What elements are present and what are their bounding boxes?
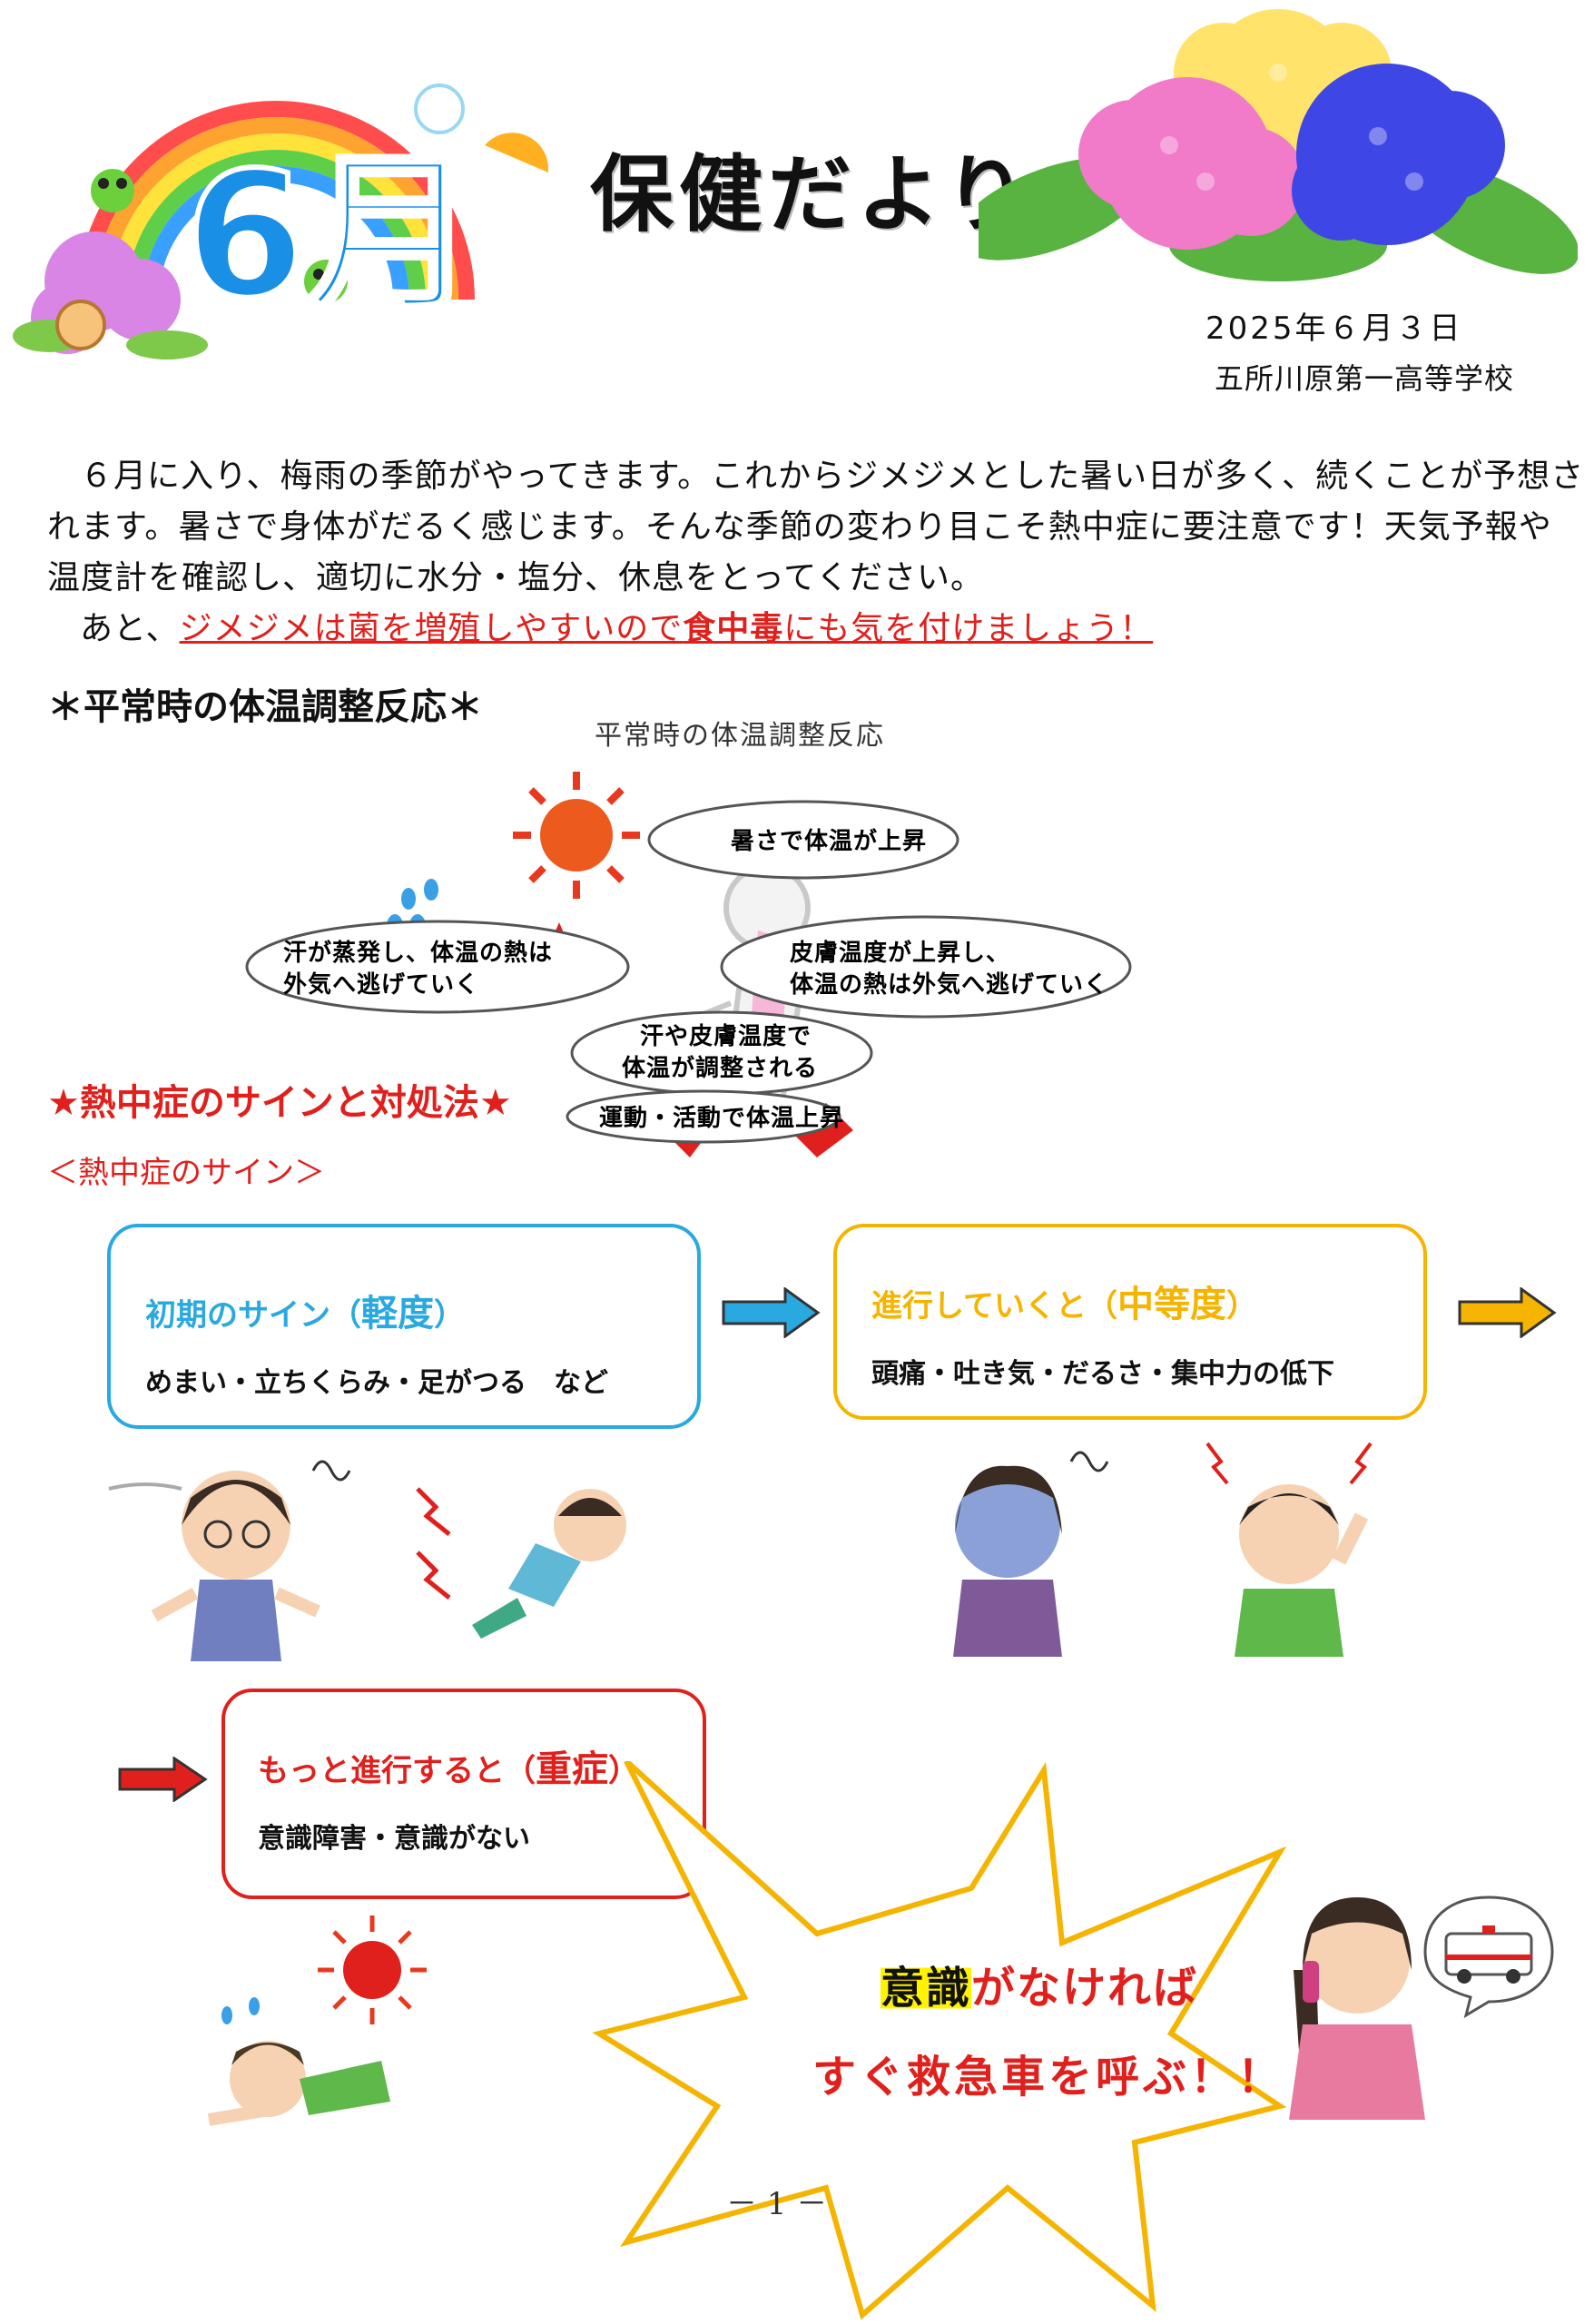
logo-month: 6月 <box>185 135 477 336</box>
burst-line-2: すぐ救急車を呼ぶ！！ <box>812 2052 1285 2102</box>
sun-icon <box>513 772 640 899</box>
bubble-regulated-line-1: 汗や皮膚温度で <box>640 1022 812 1050</box>
intro-warning-2: にも気を付けましょう！ <box>783 610 1154 647</box>
bubble-skin-line-2: 体温の熱は外気へ逃げていく <box>790 970 1108 999</box>
phone-woman-icon <box>1289 1897 1425 2120</box>
bubble-temp-rise: 暑さで体温が上昇 <box>731 827 927 855</box>
intro-line-4-prefix: あと、 <box>80 610 180 647</box>
sign-title-severe: もっと進行すると（重症） <box>258 1748 639 1790</box>
bubble-sweat-line-1: 汗が蒸発し、体温の熱は <box>283 939 553 967</box>
arrow-right-icon <box>118 1757 208 1802</box>
dizzy-woman-icon <box>108 1460 351 1661</box>
nauseous-woman-icon <box>953 1451 1109 1657</box>
arrow-right-icon <box>1458 1287 1557 1338</box>
intro-line-4: あと、ジメジメは菌を増殖しやすいので食中毒にも気を付けましょう！ <box>47 604 1554 655</box>
sign-card-moderate: 進行していくと（中等度） 頭痛・吐き気・だるさ・集中力の低下 <box>833 1224 1427 1420</box>
sign-card-mild: 初期のサイン（軽度） めまい・立ちくらみ・足がつる など <box>107 1224 701 1429</box>
burst-line-1: 意識がなければ <box>881 1963 1199 2014</box>
sign-body-severe: 意識障害・意識がない <box>258 1823 530 1855</box>
intro-warning-1: ジメジメは菌を増殖しやすいので <box>179 610 684 647</box>
bubble-regulated-line-2: 体温が調整される <box>622 1054 818 1082</box>
sign-title-moderate: 進行していくと（中等度） <box>871 1284 1257 1325</box>
diagram-title: 平常時の体温調整反応 <box>595 720 885 752</box>
arrow-right-icon <box>722 1287 821 1338</box>
sign-body-mild: めまい・立ちくらみ・足がつる など <box>145 1367 608 1399</box>
cramping-boy-icon <box>416 1487 626 1639</box>
school-name: 五所川原第一高等学校 <box>1215 361 1515 396</box>
burst-highlight: 意識 <box>881 1963 972 2014</box>
bubble-sweat-line-2: 外気へ逃げていく <box>283 970 479 999</box>
thermoregulation-diagram: 暑さで体温が上昇 汗が蒸発し、体温の熱は 外気へ逃げていく 皮膚温度が上昇し、 … <box>245 772 1132 1157</box>
bubble-skin-line-1: 皮膚温度が上昇し、 <box>790 939 1010 967</box>
section-heading-signs: ★熱中症のサインと対処法★ <box>47 1082 512 1124</box>
hydrangea-icon <box>979 9 1578 281</box>
ambulance-icon <box>1423 1896 1554 2019</box>
intro-line-1: ６月に入り、梅雨の季節がやってきます。これからジメジメとした暑い日が多く、続くこ… <box>80 458 1585 495</box>
issue-date: 2025年６月３日 <box>1205 310 1463 347</box>
sign-card-severe: もっと進行すると（重症） 意識障害・意識がない <box>221 1689 706 1899</box>
intro-line-2: れます。暑さで身体がだるく感じます。そんな季節の変わり目こそ熱中症に要注意です！… <box>47 508 1552 546</box>
sign-body-moderate: 頭痛・吐き気・だるさ・集中力の低下 <box>871 1358 1334 1390</box>
intro-line-3: 温度計を確認し、適切に水分・塩分、休息をとってください。 <box>47 559 985 596</box>
sign-title-mild: 初期のサイン（軽度） <box>145 1293 465 1334</box>
alert-burst-shape <box>592 1761 1287 2320</box>
section-heading-normal: ＊平常時の体温調整反応＊ <box>47 686 483 728</box>
subheading-signs: ＜熱中症のサイン＞ <box>47 1155 325 1191</box>
rainbow-frog-logo-icon: 6月 <box>13 84 548 359</box>
headache-man-icon <box>1205 1442 1373 1657</box>
intro-warning-food-poisoning: 食中毒 <box>683 610 784 647</box>
bubble-activity: 運動・活動で体温上昇 <box>599 1105 844 1132</box>
page-number: － 1 － <box>726 2186 828 2222</box>
page-title: 保健だより <box>590 146 1034 243</box>
collapsed-person-icon <box>207 1915 427 2126</box>
